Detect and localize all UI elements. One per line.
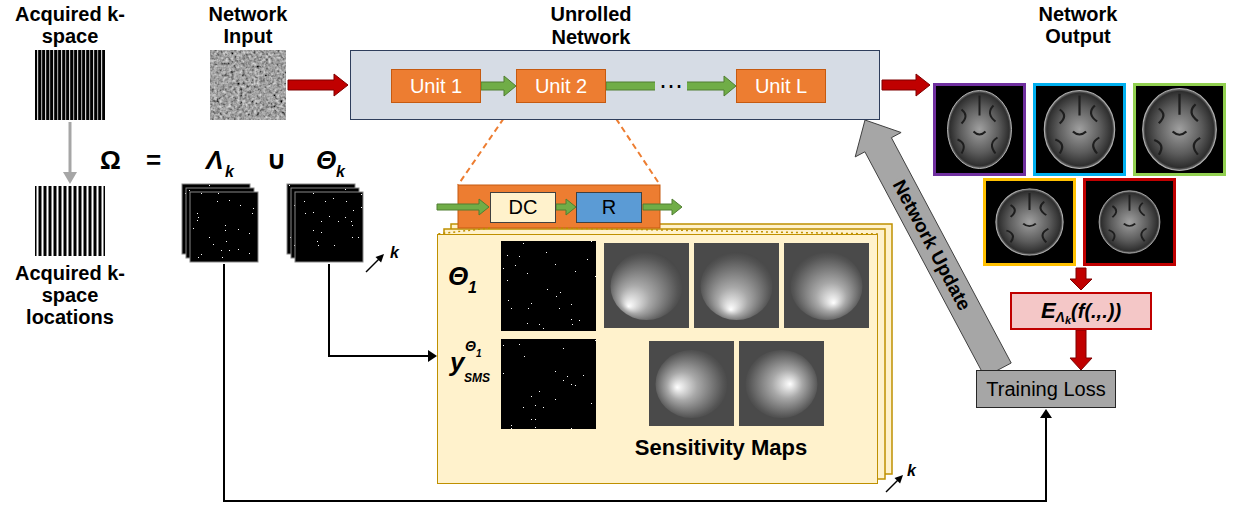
math-subscript: 1: [468, 279, 477, 297]
formula-part: k: [1065, 314, 1071, 327]
sensitivity-map: [694, 243, 779, 328]
unit-box: Unit 1: [391, 69, 481, 103]
math-symbol: y: [450, 348, 464, 377]
stack-arrow: [886, 480, 898, 492]
arrow-head: [428, 350, 437, 362]
unit-box: Unit L: [736, 69, 826, 103]
flow-arrow: [1070, 330, 1092, 370]
mask-stack: [182, 184, 258, 262]
unit-label: Unit 2: [535, 75, 587, 98]
box-label: Training Loss: [986, 378, 1105, 401]
math-subscript: k: [225, 163, 234, 181]
math-symbol: Λ: [206, 146, 223, 175]
arrow-head: [376, 254, 385, 263]
block-label: R: [602, 196, 616, 219]
panel-fill: [350, 50, 880, 120]
kspace-image: [35, 50, 105, 120]
math-symbol: Θ: [316, 146, 336, 175]
flow-arrow: [556, 199, 576, 215]
down-arrow: [69, 122, 72, 174]
math-subscript: SMS: [464, 372, 490, 385]
unit-box: Unit 2: [516, 69, 606, 103]
mask-stack: [287, 184, 363, 262]
sensitivity-map: [784, 243, 869, 328]
arrow-head: [1040, 409, 1052, 418]
mask-image: [501, 241, 596, 331]
stack-index: k: [907, 462, 916, 480]
image-title: Acquired k-space locations: [9, 262, 131, 328]
dc-block: DC: [490, 192, 556, 223]
output-image: [935, 85, 1025, 175]
network-panel: Unrolled NetworkUnit 1Unit 2Unit L: [350, 50, 880, 120]
formula-part: Λ: [1056, 309, 1065, 325]
formula-part: (f(.,.)): [1071, 300, 1121, 323]
math-symbol: =: [146, 146, 161, 175]
output-arrow: [882, 74, 930, 96]
mask-image: [35, 186, 105, 256]
image-title: Acquired k-space: [14, 3, 126, 47]
input-image: [210, 50, 286, 120]
math-symbol: Ω: [100, 146, 121, 175]
sensitivity-map: [649, 341, 734, 426]
loss-function-box: EΛk(f(.,.)): [1010, 292, 1152, 330]
training-loss-box: Training Loss: [976, 370, 1116, 408]
panel-caption: Sensitivity Maps: [601, 435, 841, 460]
sensitivity-map: [739, 341, 824, 426]
unit-label: Unit 1: [410, 75, 462, 98]
loss-arrow: [1070, 268, 1092, 290]
edge-label: ⋯: [655, 74, 687, 98]
math-superscript: Θ: [465, 339, 476, 354]
panel-title: Unrolled Network: [531, 3, 651, 49]
block-label: DC: [509, 196, 538, 219]
input-arrow: [288, 74, 348, 96]
output-image: [985, 180, 1075, 265]
arrow-head: [895, 475, 904, 484]
dc-detail-panel: Sensitivity Maps: [437, 234, 878, 484]
flow-arrow: [437, 199, 489, 215]
math-superscript: 1: [476, 348, 482, 359]
output-image: [1085, 180, 1175, 265]
data-line: [329, 264, 429, 356]
image-title: Network Input: [192, 3, 304, 47]
regularizer-block: R: [576, 192, 642, 223]
math-symbol: Θ: [448, 262, 468, 291]
flow-arrow: [855, 120, 1011, 377]
stack-index: k: [390, 244, 399, 262]
image-title: Network Output: [1022, 3, 1134, 47]
flow-arrow: [481, 76, 516, 96]
sensitivity-map: [604, 243, 689, 328]
unit-label: Unit L: [755, 75, 807, 98]
kspace-lines: [35, 50, 105, 120]
stack-arrow: [366, 259, 379, 272]
math-subscript: k: [336, 163, 345, 181]
output-image: [1135, 85, 1225, 175]
output-image: [1035, 85, 1125, 175]
arrow-head: [63, 172, 77, 184]
mask-lines: [35, 186, 105, 256]
edge-label: Network Update: [887, 174, 975, 315]
sms-data-image: [501, 339, 596, 429]
formula-part: E: [1041, 298, 1056, 323]
math-symbol: ∪: [266, 146, 287, 175]
flow-arrow: [643, 199, 682, 215]
